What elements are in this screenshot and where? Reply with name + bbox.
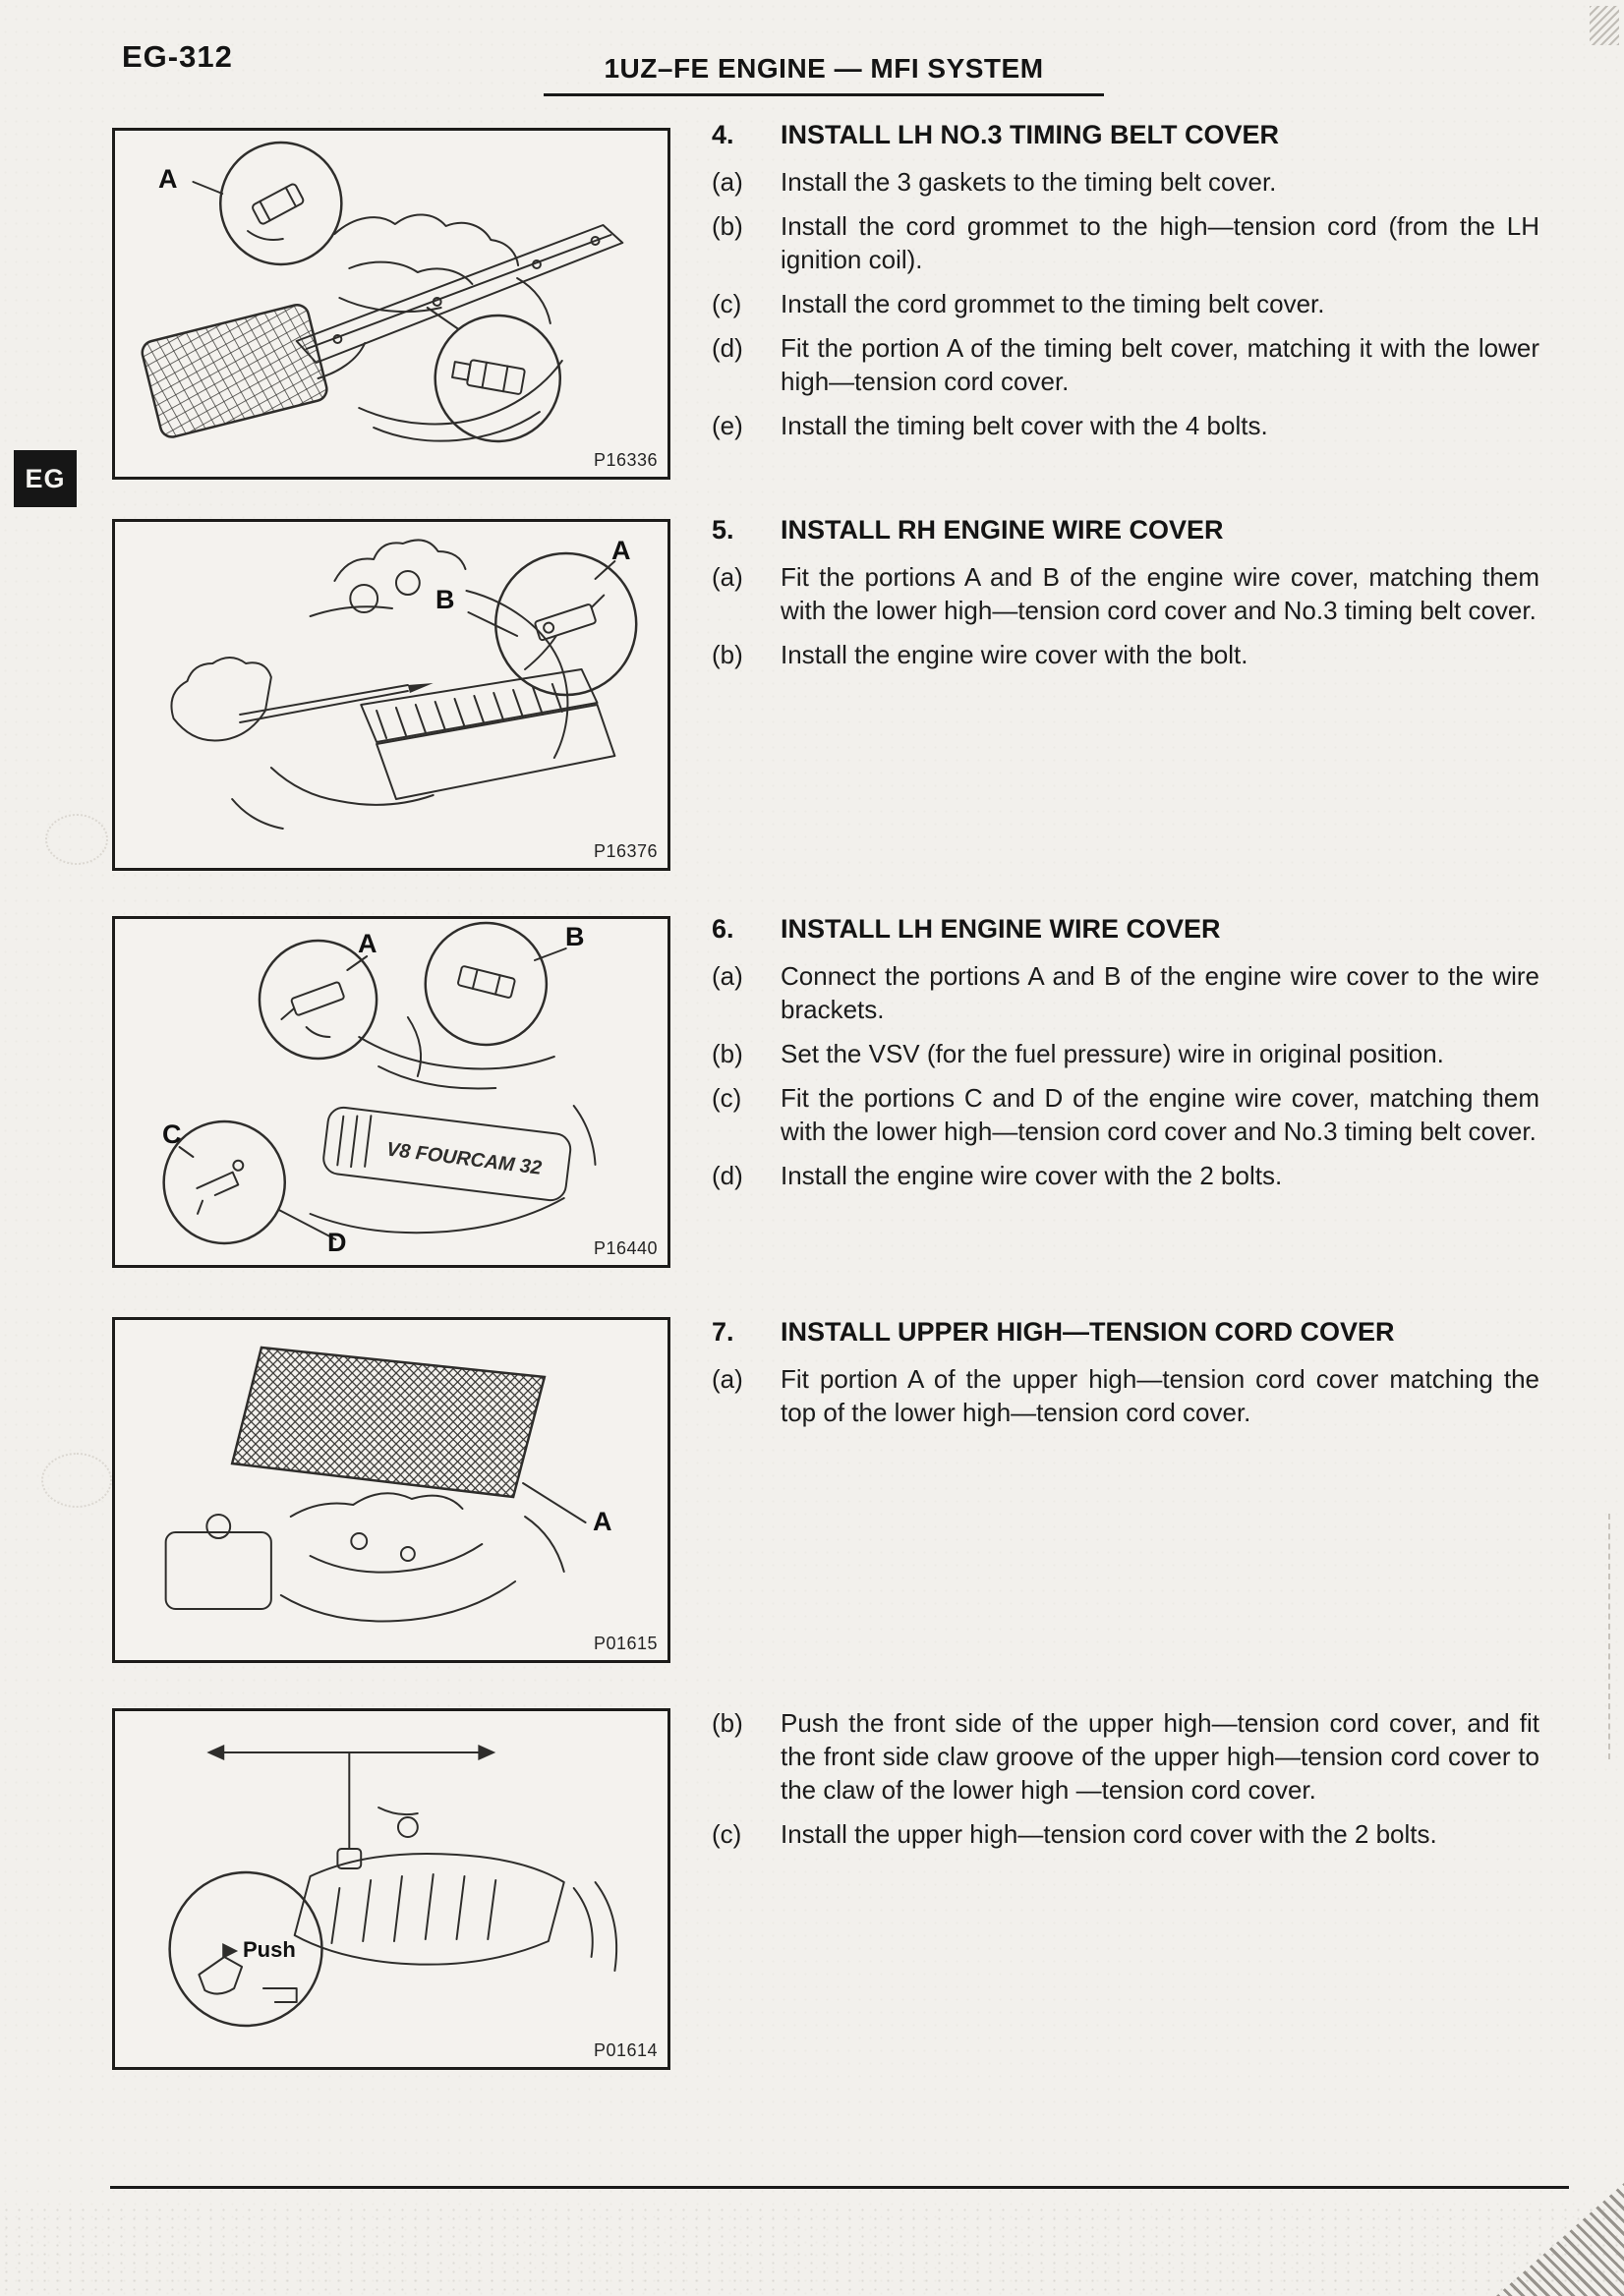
item-text: Install the cord grommet to the high—ten… (781, 211, 1539, 274)
item-text: Install the engine wire cover with the 2… (781, 1161, 1283, 1190)
callout-push: Push (243, 1937, 296, 1962)
scan-artifact-top-right (1590, 6, 1619, 45)
step-heading: 5. INSTALL RH ENGINE WIRE COVER (712, 511, 1539, 548)
item-label: (a) (712, 562, 743, 592)
item-label: (d) (712, 1161, 743, 1190)
item-text: Fit portion A of the upper high—tension … (781, 1364, 1539, 1427)
step-number: 5. (712, 515, 734, 545)
scan-smudge (45, 814, 108, 865)
item-label: (b) (712, 1708, 743, 1738)
step-item: (b) Set the VSV (for the fuel pressure) … (712, 1037, 1539, 1070)
engine-logo-text: V8 FOURCAM 32 (385, 1138, 543, 1178)
step-7: 7. INSTALL UPPER HIGH—TENSION CORD COVER… (712, 1313, 1539, 1440)
figure-code: P01614 (593, 2040, 658, 2060)
step-number: 6. (712, 914, 734, 944)
step-item: (d) Install the engine wire cover with t… (712, 1159, 1539, 1192)
item-label: (a) (712, 961, 743, 991)
step-item: (a) Fit the portions A and B of the engi… (712, 560, 1539, 627)
item-label: (b) (712, 640, 743, 669)
item-text: Fit the portions C and D of the engine w… (781, 1083, 1539, 1146)
item-text: Fit the portions A and B of the engine w… (781, 562, 1539, 625)
callout-a: A (158, 164, 178, 194)
step-4: 4. INSTALL LH NO.3 TIMING BELT COVER (a)… (712, 116, 1539, 453)
engine-illustration (164, 1346, 587, 1623)
item-text: Install the upper high—tension cord cove… (781, 1819, 1437, 1849)
engine-illustration (168, 1745, 618, 2028)
scan-artifact-edge (1608, 1514, 1610, 1759)
item-text: Push the front side of the upper high—te… (781, 1708, 1539, 1805)
step-heading: 4. INSTALL LH NO.3 TIMING BELT COVER (712, 116, 1539, 153)
step-number: 7. (712, 1317, 734, 1347)
header-title: 1UZ–FE ENGINE — MFI SYSTEM (604, 53, 1044, 84)
item-label: (c) (712, 1083, 742, 1113)
step-number: 4. (712, 120, 734, 149)
figure-push-cord-cover: Push P01614 (112, 1708, 670, 2070)
step-heading: 6. INSTALL LH ENGINE WIRE COVER (712, 910, 1539, 947)
figure-code: P16376 (593, 841, 658, 861)
callout-b: B (435, 585, 455, 614)
figure-code: P01615 (593, 1634, 658, 1653)
section-tab: EG (14, 450, 77, 507)
step-title: INSTALL UPPER HIGH—TENSION CORD COVER (781, 1317, 1395, 1347)
step-heading: 7. INSTALL UPPER HIGH—TENSION CORD COVER (712, 1313, 1539, 1350)
step-item: (c) Install the cord grommet to the timi… (712, 287, 1539, 320)
callout-d: D (327, 1228, 347, 1257)
callout-a: A (358, 929, 377, 958)
scan-smudge (41, 1453, 112, 1508)
step-title: INSTALL RH ENGINE WIRE COVER (781, 515, 1224, 545)
engine-illustration (141, 141, 624, 443)
figure-code: P16440 (593, 1238, 658, 1258)
item-text: Install the 3 gaskets to the timing belt… (781, 167, 1277, 197)
step-title: INSTALL LH ENGINE WIRE COVER (781, 914, 1221, 944)
step-5: 5. INSTALL RH ENGINE WIRE COVER (a) Fit … (712, 511, 1539, 682)
step-item: (d) Fit the portion A of the timing belt… (712, 331, 1539, 398)
engine-illustration: V8 FOURCAM 32 (162, 921, 597, 1245)
item-label: (a) (712, 1364, 743, 1394)
figure-upper-cord-cover: A P01615 (112, 1317, 670, 1663)
scan-speckle (0, 2206, 1624, 2296)
step-item: (c) Fit the portions C and D of the engi… (712, 1081, 1539, 1148)
item-text: Connect the portions A and B of the engi… (781, 961, 1539, 1024)
item-text: Install the engine wire cover with the b… (781, 640, 1248, 669)
item-label: (b) (712, 1039, 743, 1068)
engine-illustration (170, 539, 638, 830)
item-label: (e) (712, 411, 743, 440)
callout-a: A (593, 1507, 612, 1536)
step-item: (c) Install the upper high—tension cord … (712, 1817, 1539, 1851)
step-item: (e) Install the timing belt cover with t… (712, 409, 1539, 442)
item-label: (c) (712, 1819, 742, 1849)
step-item: (a) Fit portion A of the upper high—tens… (712, 1362, 1539, 1429)
item-text: Set the VSV (for the fuel pressure) wire… (781, 1039, 1444, 1068)
item-label: (a) (712, 167, 743, 197)
callout-a: A (611, 536, 631, 565)
step-title: INSTALL LH NO.3 TIMING BELT COVER (781, 120, 1280, 149)
step-item: (a) Connect the portions A and B of the … (712, 959, 1539, 1026)
page-number: EG-312 (122, 39, 233, 74)
callout-b: B (565, 922, 585, 951)
footer-rule (110, 2186, 1569, 2189)
step-7-continued: (b) Push the front side of the upper hig… (712, 1706, 1539, 1862)
step-item: (b) Install the engine wire cover with t… (712, 638, 1539, 671)
step-item: (a) Install the 3 gaskets to the timing … (712, 165, 1539, 199)
item-label: (b) (712, 211, 743, 241)
figure-rh-engine-wire-cover: A B P16376 (112, 519, 670, 871)
step-item: (b) Push the front side of the upper hig… (712, 1706, 1539, 1807)
figure-lh-engine-wire-cover: V8 FOURCAM 32 (112, 916, 670, 1268)
item-text: Fit the portion A of the timing belt cov… (781, 333, 1539, 396)
step-item: (b) Install the cord grommet to the high… (712, 209, 1539, 276)
figure-timing-belt-cover: A P16336 (112, 128, 670, 480)
item-label: (d) (712, 333, 743, 363)
callout-c: C (162, 1119, 182, 1149)
step-6: 6. INSTALL LH ENGINE WIRE COVER (a) Conn… (712, 910, 1539, 1203)
item-text: Install the timing belt cover with the 4… (781, 411, 1268, 440)
figure-code: P16336 (593, 450, 658, 470)
item-label: (c) (712, 289, 742, 318)
header-rule (544, 93, 1104, 96)
item-text: Install the cord grommet to the timing b… (781, 289, 1325, 318)
